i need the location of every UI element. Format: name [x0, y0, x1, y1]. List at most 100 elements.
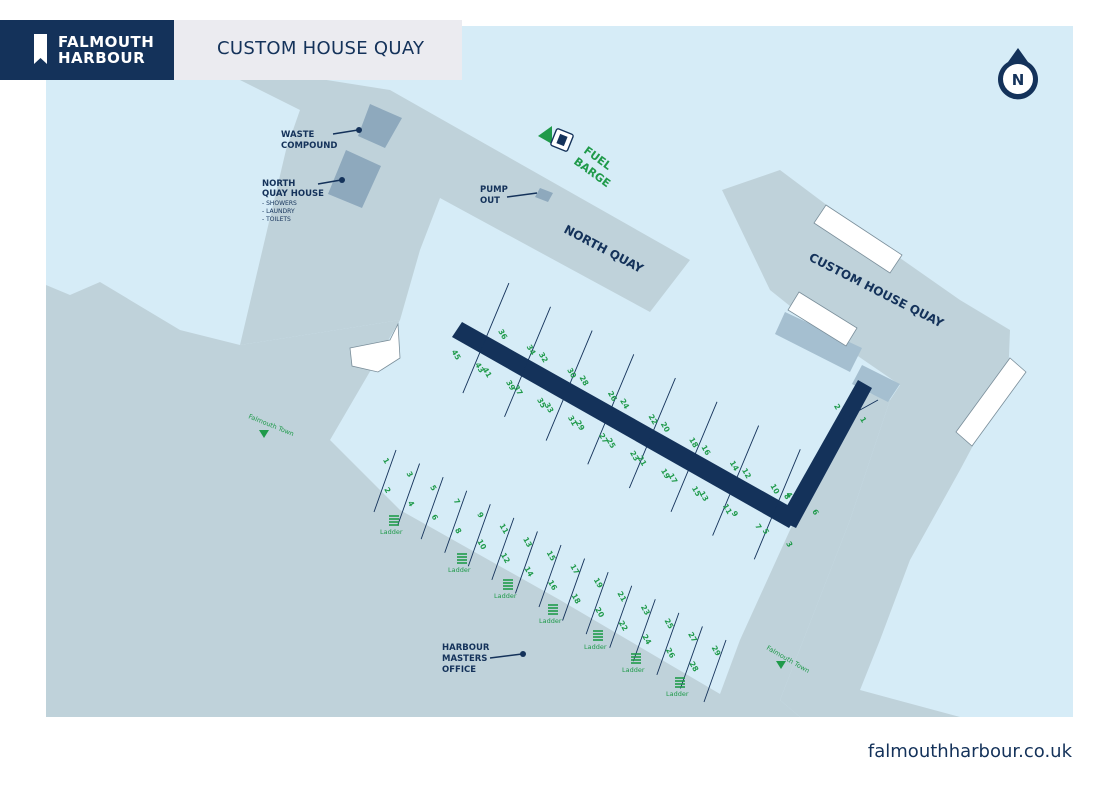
north-quay-house-callout: NORTH QUAY HOUSE - SHOWERS - LAUNDRY - T… [262, 177, 345, 223]
berth-number: 6 [429, 513, 439, 522]
pump-out-label-2: OUT [480, 196, 500, 206]
berth-number: 39 [504, 378, 517, 392]
parking-bay [349, 322, 401, 373]
pump-out-building [535, 188, 553, 202]
berth-number: 14 [728, 459, 741, 473]
berth-finger [373, 449, 397, 513]
berth-number: 30 [565, 366, 578, 380]
berth-number: 1 [858, 415, 868, 424]
berth-number: 7 [452, 497, 462, 506]
berth-number: 35 [535, 396, 548, 410]
berth-number: 24 [640, 633, 653, 647]
ladder-label: Ladder [666, 690, 689, 698]
brand-logo: FALMOUTH HARBOUR [0, 20, 174, 80]
facility-toilets: - TOILETS [262, 216, 291, 223]
berth-number: 9 [730, 509, 740, 518]
ladder-icon [631, 653, 641, 664]
end-pontoon [779, 380, 872, 528]
ladder-icon [593, 630, 603, 641]
parking-bay [813, 204, 903, 274]
pump-out-label-1: PUMP [480, 185, 508, 195]
berth-finger [609, 585, 633, 648]
berth-finger [632, 599, 656, 662]
berth-finger [444, 490, 468, 553]
berth-number: 14 [522, 565, 535, 579]
ladder-label: Ladder [539, 617, 562, 625]
harbour-masters-office-callout: HARBOUR MASTERS OFFICE [442, 643, 526, 675]
berth-finger [670, 401, 718, 512]
harbour-masters-label-1: HARBOUR [442, 643, 490, 653]
north-quay-house-label-1: NORTH [262, 179, 295, 189]
berth-finger [753, 449, 801, 560]
berth-number: 4 [784, 490, 794, 499]
quay-shed [852, 365, 900, 402]
brand-line-1: FALMOUTH [58, 33, 155, 51]
berth-number: 20 [659, 420, 672, 434]
berth-number: 17 [666, 472, 679, 486]
berth-number: 8 [782, 492, 792, 501]
berth-finger [628, 377, 676, 489]
berth-finger [467, 504, 491, 567]
waste-compound-callout: WASTE COMPOUND [281, 127, 362, 151]
north-quay-house-building [328, 150, 381, 208]
berth-finger [545, 330, 593, 441]
harbour-masters-label-3: OFFICE [442, 665, 476, 675]
berth-finger [712, 425, 760, 536]
berth-number: 23 [639, 603, 652, 617]
berth-finger [420, 476, 444, 540]
berth-finger [587, 354, 635, 465]
ladder-icon [675, 677, 685, 688]
ladder-label: Ladder [622, 666, 645, 674]
berth-number: 8 [453, 526, 463, 535]
ladder-label: Ladder [494, 592, 517, 600]
main-pontoon [452, 322, 800, 528]
berth-number: 22 [646, 413, 659, 427]
berth-number: 3 [405, 470, 415, 479]
facility-showers: - SHOWERS [262, 200, 297, 207]
title-banner [174, 20, 462, 80]
pump-out-callout: PUMP OUT [480, 185, 538, 206]
fuel-barge-marker [538, 126, 552, 144]
brand-name: FALMOUTH HARBOUR [58, 34, 154, 66]
berth-finger [491, 517, 515, 581]
berth-number: 31 [566, 414, 579, 428]
western-town-land [46, 282, 890, 717]
fuel-pump-icon [550, 128, 574, 152]
berth-number: 13 [697, 489, 710, 503]
facility-laundry: - LAUNDRY [262, 208, 295, 215]
parking-bays [349, 204, 1027, 447]
flag-icon [34, 34, 47, 64]
berth-number: 10 [475, 538, 488, 552]
berth-number: 19 [592, 576, 605, 590]
direction-arrow-icon [259, 430, 269, 438]
ladder-label: Ladder [380, 528, 403, 536]
berth-number: 5 [761, 527, 771, 536]
berth-number: 2 [832, 402, 842, 411]
berth-finger [504, 306, 551, 417]
berth-number: 2 [382, 486, 392, 495]
berth-number: 6 [810, 508, 820, 517]
berth-finger [397, 463, 420, 526]
ladder-label: Ladder [448, 566, 471, 574]
berth-finger [538, 544, 562, 608]
berth-finger [462, 282, 510, 394]
berth-number: 28 [578, 374, 591, 388]
website-url[interactable]: falmouthharbour.co.uk [867, 741, 1072, 762]
berth-marks: 3634323028262422201816141210864543413937… [373, 282, 879, 703]
brand-line-2: HARBOUR [58, 49, 146, 67]
waste-compound-building [358, 104, 402, 148]
berth-number: 21 [635, 454, 648, 468]
parking-bay [787, 291, 858, 347]
ladder-label: Ladder [584, 643, 607, 651]
north-quay-house-label-2: QUAY HOUSE [262, 189, 324, 199]
parking-bay [955, 357, 1027, 447]
ladder-icon [457, 553, 467, 564]
ladder-icon [389, 515, 399, 526]
berth-finger [841, 399, 879, 421]
berth-finger [656, 612, 680, 676]
berth-number: 9 [475, 511, 485, 520]
berth-number: 1 [381, 456, 391, 465]
berth-number: 4 [406, 499, 416, 508]
